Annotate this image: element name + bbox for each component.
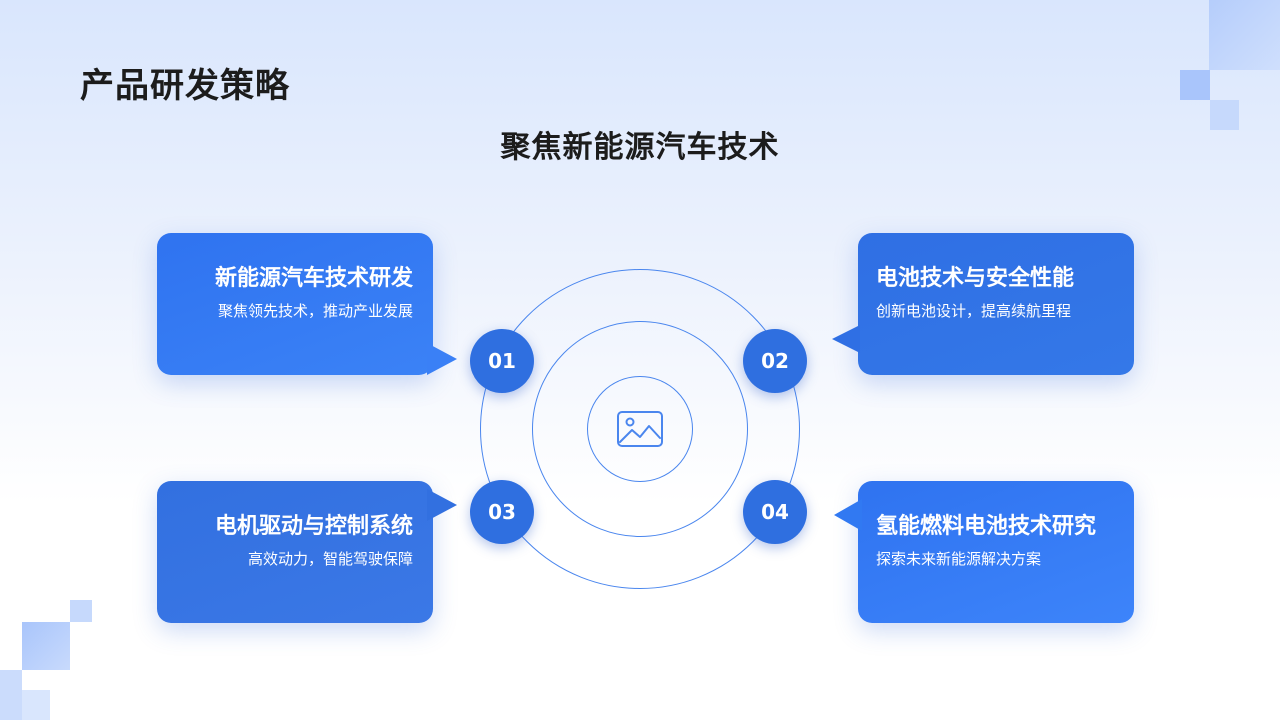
- decor-square: [22, 622, 70, 670]
- decor-square: [1210, 100, 1239, 130]
- strategy-card-02[interactable]: 电池技术与安全性能 创新电池设计，提高续航里程: [832, 233, 1134, 375]
- card-title: 电池技术与安全性能: [876, 266, 1075, 291]
- card-description: 高效动力，智能驾驶保障: [247, 550, 413, 568]
- decor-square: [1209, 0, 1280, 70]
- decor-square: [22, 690, 50, 720]
- card-pointer: [834, 499, 862, 531]
- card-pointer: [832, 325, 860, 353]
- decor-square: [70, 600, 92, 622]
- card-title: 电机驱动与控制系统: [214, 514, 413, 539]
- card-description: 探索未来新能源解决方案: [876, 550, 1042, 568]
- strategy-card-04[interactable]: 氢能燃料电池技术研究 探索未来新能源解决方案: [834, 481, 1134, 623]
- image-placeholder-icon[interactable]: [616, 410, 664, 448]
- page-subtitle: 聚焦新能源汽车技术: [500, 130, 780, 165]
- card-pointer: [427, 489, 457, 521]
- strategy-card-03[interactable]: 电机驱动与控制系统 高效动力，智能驾驶保障: [157, 481, 457, 623]
- outer-ring: [480, 269, 800, 589]
- middle-ring: [532, 321, 748, 537]
- card-description: 聚焦领先技术，推动产业发展: [217, 302, 413, 320]
- strategy-card-01[interactable]: 新能源汽车技术研发 聚焦领先技术，推动产业发展: [157, 233, 457, 375]
- page-title: 产品研发策略: [80, 66, 290, 106]
- number-badge-02: 02: [743, 329, 807, 393]
- card-title: 新能源汽车技术研发: [214, 266, 413, 291]
- inner-ring: [587, 376, 693, 482]
- number-badge-01: 01: [470, 329, 534, 393]
- card-description: 创新电池设计，提高续航里程: [876, 302, 1072, 320]
- decor-square: [1180, 70, 1210, 100]
- number-badge-04: 04: [743, 480, 807, 544]
- number-badge-03: 03: [470, 480, 534, 544]
- card-pointer: [427, 343, 457, 375]
- card-title: 氢能燃料电池技术研究: [876, 514, 1097, 539]
- decor-square: [0, 670, 22, 720]
